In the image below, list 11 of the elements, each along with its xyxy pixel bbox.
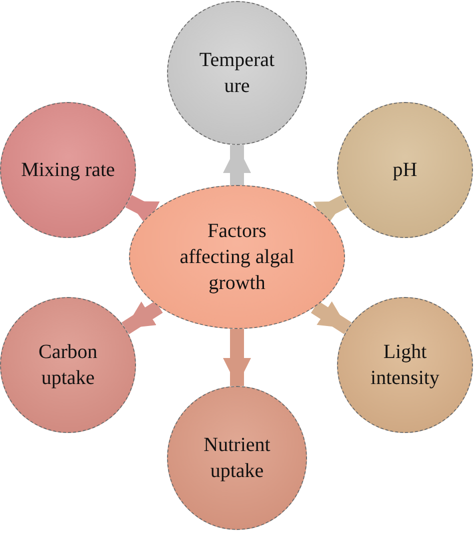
node-label: Temperat ure: [198, 48, 276, 99]
node-label: Light intensity: [370, 340, 440, 391]
node-label: Nutrient uptake: [202, 433, 272, 484]
block-arrow: [310, 301, 352, 334]
block-arrow: [223, 145, 251, 185]
node-label: Mixing rate: [21, 158, 115, 183]
node-label: pH: [392, 158, 418, 183]
node-label: Factors affecting algal growth: [178, 219, 296, 296]
node-label: Carbon uptake: [38, 340, 98, 391]
block-arrow: [122, 300, 163, 334]
block-arrow: [223, 329, 251, 386]
